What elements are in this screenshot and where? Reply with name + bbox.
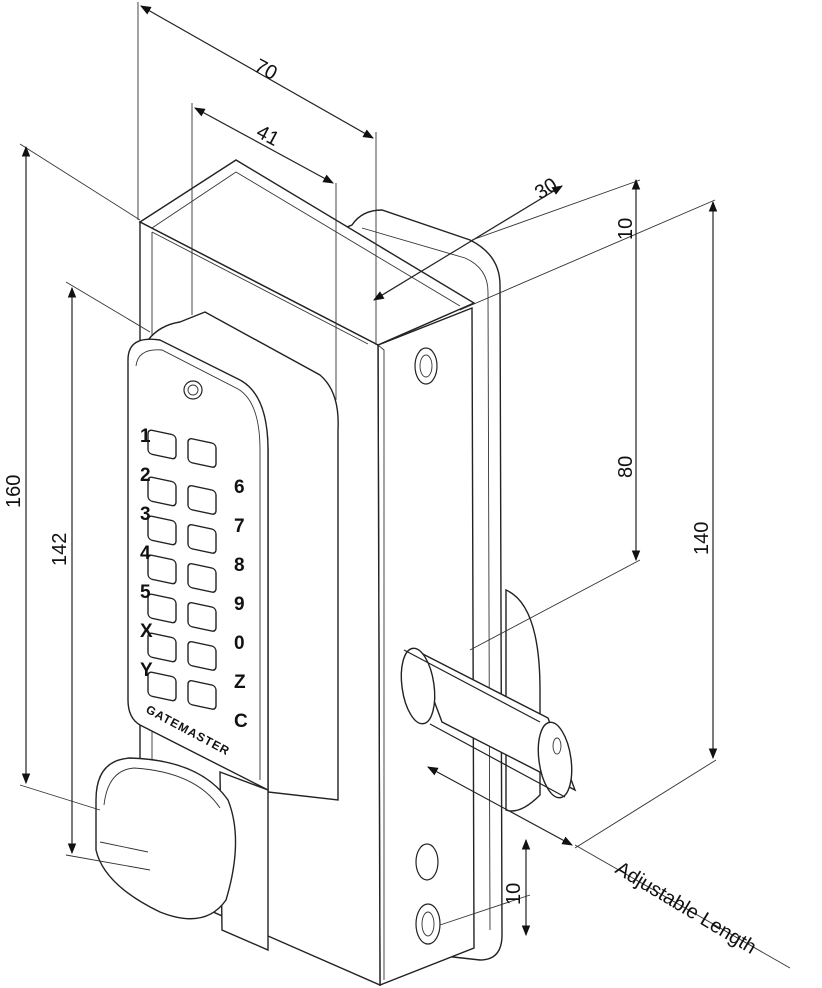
dim-41-label: 41 <box>253 121 283 151</box>
key-label: 1 <box>140 426 151 447</box>
dim-142-label: 142 <box>49 533 71 566</box>
keypad-key[interactable] <box>187 524 217 554</box>
mount-hole-middle <box>415 843 439 881</box>
keypad-key[interactable] <box>187 602 217 632</box>
key-label: 5 <box>140 582 151 603</box>
key-label: 7 <box>234 516 245 537</box>
key-label: C <box>234 711 248 732</box>
mount-hole-bottom <box>415 903 441 945</box>
keypad-key[interactable] <box>147 593 177 624</box>
turn-knob[interactable] <box>95 757 269 952</box>
mount-hole-top <box>414 347 438 385</box>
keypad-key[interactable] <box>147 429 177 460</box>
keypad-key[interactable] <box>147 476 177 507</box>
adjustable-length-label: Adjustable Length <box>611 857 760 958</box>
key-label: 3 <box>140 504 151 525</box>
dim-10-bottom-label: 10 <box>503 883 525 905</box>
keypad-key[interactable] <box>187 438 217 468</box>
dimension-lines <box>19 2 791 969</box>
keypad-key[interactable] <box>187 641 217 671</box>
key-label: 0 <box>234 633 245 654</box>
keypad-key[interactable] <box>187 563 217 593</box>
key-label: Y <box>140 660 153 681</box>
keypad-keys-left <box>147 429 177 702</box>
keypad-key[interactable] <box>147 671 177 702</box>
key-label: 2 <box>140 465 151 486</box>
keypad-key[interactable] <box>147 632 177 663</box>
keypad-key[interactable] <box>147 554 177 585</box>
dim-160-label: 160 <box>3 475 25 508</box>
key-label: 9 <box>234 594 245 615</box>
dim-70-label: 70 <box>251 55 281 85</box>
keypad-key[interactable] <box>147 515 177 546</box>
keypad-key[interactable] <box>187 680 217 710</box>
key-label: 6 <box>234 477 245 498</box>
key-label: 8 <box>234 555 245 576</box>
keypad-key[interactable] <box>187 485 217 515</box>
dim-80-label: 80 <box>615 456 637 478</box>
key-label: X <box>140 621 153 642</box>
dim-10-top-label: 10 <box>615 218 637 240</box>
key-label: Z <box>234 672 246 693</box>
keypad-keys-right <box>187 438 217 710</box>
keypad-screw <box>183 380 203 400</box>
dim-140-label: 140 <box>691 522 713 555</box>
key-label: 4 <box>140 543 151 564</box>
side-plate <box>377 306 475 987</box>
dim-30-label: 30 <box>531 174 562 204</box>
